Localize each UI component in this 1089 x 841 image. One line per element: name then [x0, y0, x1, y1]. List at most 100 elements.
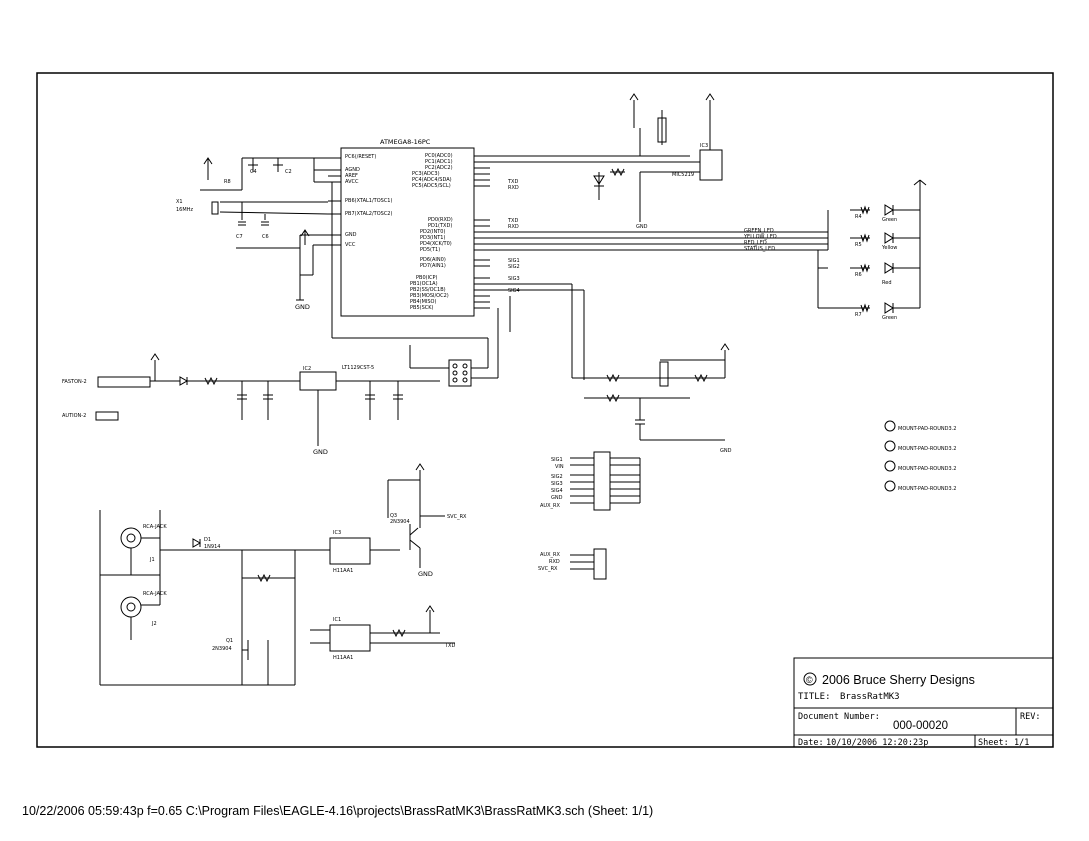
svg-text:PC6(/RESET): PC6(/RESET)	[345, 154, 376, 160]
jack-1-name: J1	[149, 557, 155, 563]
net-txd: TXD	[507, 218, 518, 224]
sheet-value: 1/1	[1014, 738, 1029, 748]
mcu-ic: ATMEGA8-16PC PC6(/RESET) AGN	[328, 138, 490, 317]
svg-text:AREF: AREF	[345, 173, 358, 179]
net-green-led: GREEN_LED	[744, 228, 774, 234]
svg-text:C7: C7	[236, 234, 243, 240]
svg-text:TXD: TXD	[507, 179, 518, 185]
hdr-label-4: SIG3	[551, 481, 563, 487]
net-status-led: STATUS_LED	[744, 246, 775, 252]
mic-name: MIC5219	[672, 172, 694, 178]
svg-text:1N914: 1N914	[204, 544, 220, 550]
net-rxd: RXD	[508, 224, 519, 230]
jack-2-type: RCA-JACK	[143, 591, 167, 597]
svg-text:PB2(SS/OC1B): PB2(SS/OC1B)	[410, 287, 446, 293]
svg-text:R4: R4	[855, 214, 862, 220]
svg-text:IC3: IC3	[333, 530, 341, 536]
title-label: TITLE:	[798, 692, 831, 702]
gnd-label-2: GND	[313, 448, 328, 456]
mcu-left-wiring: 16MHz X1 C7 C6 C4 C2 R8 GND	[176, 157, 488, 339]
jack-2-name: J2	[151, 621, 157, 627]
q3-part: 2N3904	[390, 519, 410, 525]
doc-number-label: Document Number:	[798, 712, 880, 722]
hdr-label-6: GND	[551, 495, 563, 501]
svg-text:TXD: TXD	[444, 643, 455, 649]
mount-hole-1: MOUNT-PAD-ROUND3.2	[898, 426, 956, 432]
svg-text:PC5(ADC5/SCL): PC5(ADC5/SCL)	[412, 183, 451, 189]
svg-text:VCC: VCC	[345, 242, 356, 248]
hdr-label-2: VIN	[555, 464, 564, 470]
svg-text:PD1(TXD): PD1(TXD)	[428, 223, 452, 229]
signal-header: SIG1 VIN SIG2 SIG3 SIG4 GND AUX_RX	[540, 451, 641, 511]
sheet-border	[36, 72, 1054, 748]
svg-text:PD4(XCK/T0): PD4(XCK/T0)	[420, 241, 452, 247]
led-array: Green R4 Yellow R5 Red R6 Gre	[850, 179, 927, 321]
led-nets: GREEN_LED YELLOW_LED RED_LED STATUS_LED …	[490, 155, 850, 380]
svg-text:PC3(ADC3): PC3(ADC3)	[412, 171, 440, 177]
svg-text:PD3(INT1): PD3(INT1)	[420, 235, 445, 241]
hdr-label-7: AUX_RX	[540, 503, 560, 509]
hdr-label-5: SIG4	[551, 488, 563, 494]
oscillator-region: GND	[572, 343, 732, 454]
svg-text:PC4(ADC4/SDA): PC4(ADC4/SDA)	[412, 177, 452, 183]
fuse-label: FASTON-2	[62, 379, 87, 385]
net-sig3: SIG3	[508, 276, 520, 282]
svg-text:Q1: Q1	[226, 638, 233, 644]
svg-text:D1: D1	[204, 537, 211, 543]
net-red-led: RED_LED	[744, 240, 767, 246]
svg-text:PB7(XTAL2/TOSC2): PB7(XTAL2/TOSC2)	[345, 211, 392, 217]
mounting-holes: MOUNT-PAD-ROUND3.2 MOUNT-PAD-ROUND3.2 MO…	[884, 420, 956, 492]
aux-label-2: RXD	[549, 559, 560, 565]
svg-text:IC2: IC2	[303, 366, 311, 372]
led-color-3: Red	[882, 280, 892, 286]
net-svc-rx: SVC_RX	[447, 514, 467, 520]
svg-text:R5: R5	[855, 242, 862, 248]
print-footer: 10/22/2006 05:59:43p f=0.65 C:\Program F…	[22, 804, 654, 818]
opto1-part: H11AA1	[333, 568, 353, 574]
led-color-2: Yellow	[881, 245, 897, 251]
copyright-c: ©	[806, 675, 813, 685]
svg-text:PD5(T1): PD5(T1)	[420, 247, 440, 253]
svg-text:PB6(XTAL1/TOSC1): PB6(XTAL1/TOSC1)	[345, 198, 392, 204]
svg-text:R8: R8	[224, 179, 231, 185]
aux-label-3: SVC_RX	[538, 566, 558, 572]
led-color-4: Green	[882, 315, 897, 321]
svg-text:GND: GND	[418, 570, 433, 578]
svg-text:IC3: IC3	[700, 143, 708, 149]
vreg-name: LT1129CST-5	[342, 365, 374, 371]
svg-text:R7: R7	[855, 312, 862, 318]
net-sig1: SIG1	[508, 258, 520, 264]
svg-text:C2: C2	[285, 169, 292, 175]
svg-text:PB4(MISO): PB4(MISO)	[410, 299, 436, 305]
mount-hole-4: MOUNT-PAD-ROUND3.2	[898, 486, 956, 492]
q1-part: 2N3904	[212, 646, 232, 652]
svg-text:PB0(ICP): PB0(ICP)	[416, 275, 438, 281]
mcu-label: ATMEGA8-16PC	[380, 138, 431, 146]
svg-text:PC0(ADC0): PC0(ADC0)	[425, 153, 453, 159]
mount-hole-3: MOUNT-PAD-ROUND3.2	[898, 466, 956, 472]
date-label: Date:	[798, 738, 824, 748]
svg-text:C6: C6	[262, 234, 269, 240]
svg-text:PD0(RXD): PD0(RXD)	[428, 217, 453, 223]
svg-text:X1: X1	[176, 199, 183, 205]
svg-text:IC1: IC1	[333, 617, 341, 623]
aux-header: AUX_RX RXD SVC_RX	[538, 548, 607, 580]
svg-text:PB1(OC1A): PB1(OC1A)	[410, 281, 438, 287]
title-block: © 2006 Bruce Sherry Designs TITLE: Brass…	[793, 657, 1054, 748]
net-yellow-led: YELLOW_LED	[743, 234, 777, 240]
jack-1-type: RCA-JACK	[143, 524, 167, 530]
sheet-label: Sheet:	[978, 738, 1009, 748]
net-sig2: SIG2	[508, 264, 520, 270]
title-value: BrassRatMK3	[840, 692, 900, 702]
svg-text:AUTION-2: AUTION-2	[62, 413, 86, 419]
aux-label-1: AUX_RX	[540, 552, 560, 558]
svg-text:GND: GND	[636, 224, 648, 230]
svg-text:PB5(SCK): PB5(SCK)	[410, 305, 434, 311]
svg-text:PB3(MOSI/OC2): PB3(MOSI/OC2)	[410, 293, 449, 299]
doc-number-value: 000-00020	[893, 720, 948, 732]
svg-text:GND: GND	[720, 448, 732, 454]
svg-text:Q3: Q3	[390, 513, 397, 519]
led-color-1: Green	[882, 217, 897, 223]
hdr-label-3: SIG2	[551, 474, 563, 480]
